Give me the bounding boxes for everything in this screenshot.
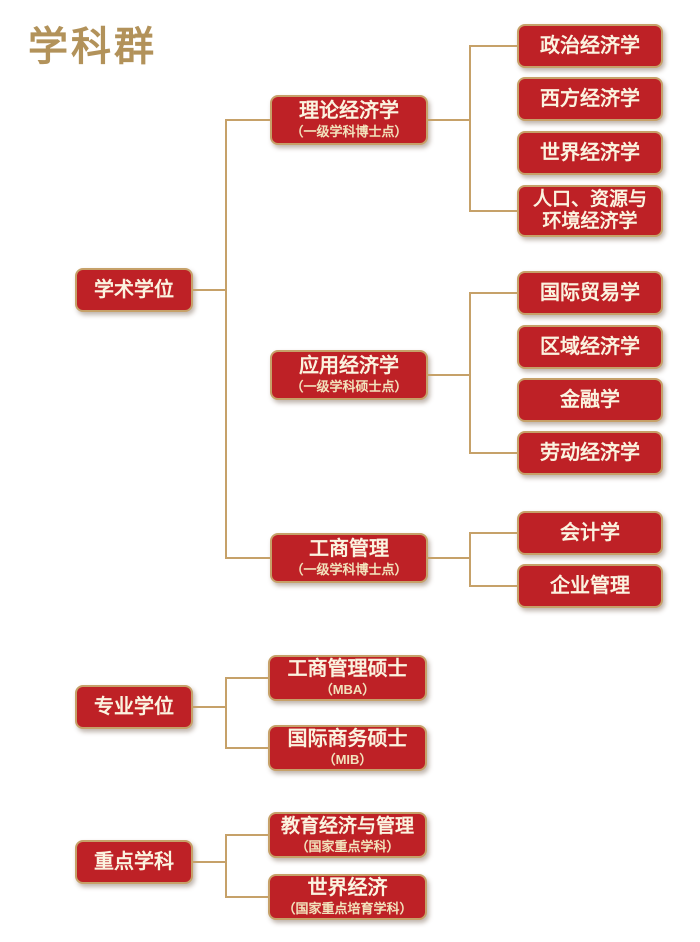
node-finance: 金融学 <box>517 378 663 422</box>
connector-professional-stub <box>193 706 226 708</box>
node-label: 国际商务硕士 <box>287 728 408 751</box>
node-theoretical-economics: 理论经济学 （一级学科博士点） <box>270 95 428 145</box>
node-label: 区域经济学 <box>540 335 640 358</box>
node-label: 工商管理 <box>309 538 389 561</box>
node-world-economics: 世界经济学 <box>517 131 663 175</box>
node-sublabel: （MBA） <box>319 682 376 698</box>
node-label: 应用经济学 <box>299 355 399 378</box>
node-label: 劳动经济学 <box>540 441 640 464</box>
node-mba: 工商管理硕士 （MBA） <box>268 655 427 701</box>
connector-business-top-branch <box>469 532 517 534</box>
node-label: 工商管理硕士 <box>287 658 408 681</box>
node-accounting: 会计学 <box>517 511 663 555</box>
node-western-economics: 西方经济学 <box>517 77 663 121</box>
connector-professional-bottom-branch <box>225 747 268 749</box>
node-international-trade: 国际贸易学 <box>517 271 663 315</box>
node-label: 企业管理 <box>550 574 630 597</box>
node-label: 学术学位 <box>94 278 174 301</box>
connector-theoretical-stub <box>428 119 469 121</box>
node-education-economics-management: 教育经济与管理 （国家重点学科） <box>268 812 427 858</box>
connector-professional-vline <box>225 677 227 749</box>
node-business-administration: 工商管理 （一级学科博士点） <box>270 533 428 583</box>
node-world-economy: 世界经济 （国家重点培育学科） <box>268 874 427 920</box>
node-label: 会计学 <box>560 521 620 544</box>
node-sublabel: （一级学科硕士点） <box>290 379 408 395</box>
node-label: 专业学位 <box>94 695 174 718</box>
connector-theoretical-top-branch <box>469 45 517 47</box>
node-label: 金融学 <box>560 388 620 411</box>
connector-key-top-branch <box>225 834 268 836</box>
diagram-title: 学科群 <box>28 25 157 69</box>
node-label: 国际贸易学 <box>540 281 640 304</box>
connector-business-vline <box>469 532 471 587</box>
node-population-resources-environment-economics: 人口、资源与 环境经济学 <box>517 185 663 237</box>
node-regional-economics: 区域经济学 <box>517 325 663 369</box>
connector-applied-bottom-branch <box>469 452 517 454</box>
connector-academic-vline <box>225 119 227 559</box>
connector-academic-stub <box>193 289 226 291</box>
node-sublabel: （国家重点学科） <box>295 838 400 854</box>
node-sublabel: （一级学科博士点） <box>290 562 408 578</box>
connector-applied-top-branch <box>469 292 517 294</box>
node-labor-economics: 劳动经济学 <box>517 431 663 475</box>
node-label: 政治经济学 <box>540 34 640 57</box>
connector-academic-bottom-branch <box>225 557 270 559</box>
node-label: 理论经济学 <box>299 100 399 123</box>
node-label: 世界经济学 <box>540 141 640 164</box>
node-professional-degrees: 专业学位 <box>75 685 193 729</box>
node-key-disciplines: 重点学科 <box>75 840 193 884</box>
node-sublabel: （国家重点培育学科） <box>282 901 413 917</box>
connector-key-stub <box>193 861 226 863</box>
connector-applied-vline <box>469 292 471 454</box>
connector-professional-top-branch <box>225 677 268 679</box>
connector-key-vline <box>225 834 227 898</box>
connector-business-bottom-branch <box>469 585 517 587</box>
node-academic-degrees: 学术学位 <box>75 268 193 312</box>
node-applied-economics: 应用经济学 （一级学科硕士点） <box>270 350 428 400</box>
connector-business-stub <box>428 557 469 559</box>
node-label: 教育经济与管理 <box>280 815 414 837</box>
node-enterprise-management: 企业管理 <box>517 564 663 608</box>
connector-key-bottom-branch <box>225 896 268 898</box>
node-label: 世界经济 <box>307 877 388 900</box>
node-mib: 国际商务硕士 （MIB） <box>268 725 427 771</box>
node-label: 重点学科 <box>94 850 174 873</box>
connector-theoretical-vline <box>469 45 471 212</box>
connector-applied-stub <box>428 374 469 376</box>
connector-theoretical-bottom-branch <box>469 210 517 212</box>
node-label: 人口、资源与 环境经济学 <box>532 189 647 232</box>
node-political-economics: 政治经济学 <box>517 24 663 68</box>
node-label: 西方经济学 <box>540 87 640 110</box>
node-sublabel: （一级学科博士点） <box>290 124 408 140</box>
connector-academic-top-branch <box>225 119 270 121</box>
node-sublabel: （MIB） <box>322 752 373 768</box>
